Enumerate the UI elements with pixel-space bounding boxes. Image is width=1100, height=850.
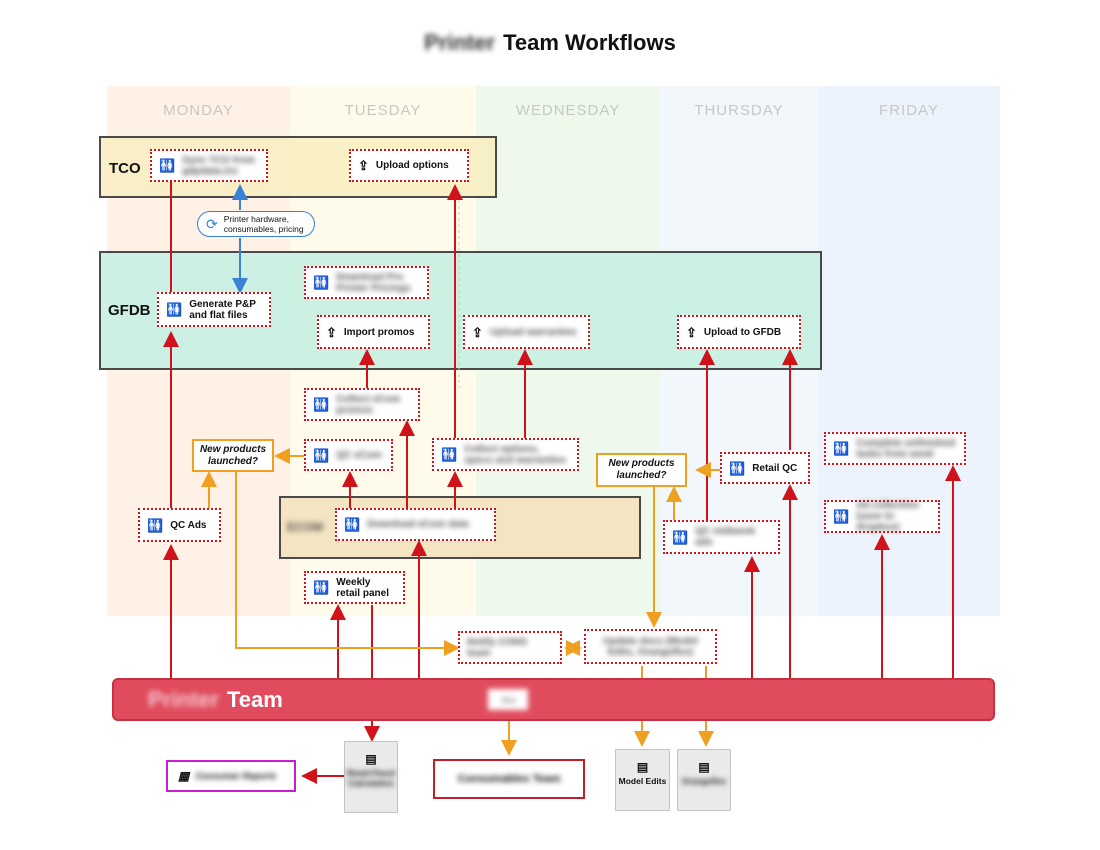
task-label: Download eCom data	[367, 519, 469, 530]
person-icon: 🚻	[313, 397, 330, 412]
column-label-wednesday: WEDNESDAY	[515, 102, 621, 119]
decision-new-products-left: New products launched?	[192, 439, 274, 472]
person-icon: 🚻	[833, 509, 850, 524]
task-label: Retail QC	[752, 462, 798, 474]
task-collect-options[interactable]: 🚻 Collect options, specs and warranties	[432, 438, 579, 471]
task-sync-tco[interactable]: 🚻 Sync TCO from gdpdata.inc	[150, 149, 268, 182]
task-label: QC eCom	[336, 449, 382, 461]
task-label: Upload to GFDB	[703, 326, 782, 338]
task-label: Generate P&P and flat files	[189, 298, 256, 321]
pill-text: Printer hardware, consumables, pricing	[223, 214, 304, 234]
upload-icon: ⇪	[326, 324, 337, 340]
task-label: Update docs (Model Edits, Orangeflex)	[602, 635, 698, 658]
jira-badge: Jira	[488, 689, 528, 710]
team-label: Team	[226, 686, 283, 712]
task-notify-cons[interactable]: Notify CONS team	[458, 631, 562, 664]
title-prefix: Printer	[424, 30, 496, 55]
doc-retail-panel: ▤ Retail Panel Calculation	[344, 741, 398, 813]
task-label: Ad collection (save to dropbox)	[856, 500, 919, 533]
upload-icon: ⇪	[686, 324, 697, 340]
person-icon: 🚻	[313, 580, 330, 595]
doc-label: Orangeflex	[681, 776, 727, 786]
team-prefix: Printer	[148, 686, 219, 712]
data-sync-pill: ⟳ Printer hardware, consumables, pricing	[197, 211, 315, 237]
column-label-monday: MONDAY	[163, 102, 234, 119]
document-icon: ▤	[636, 760, 649, 774]
column-label-thursday: THURSDAY	[694, 102, 784, 119]
task-label: QC Ads	[170, 519, 207, 531]
task-label: Weekly retail panel	[336, 576, 389, 599]
document-icon: ▤	[365, 752, 377, 766]
task-update-docs[interactable]: Update docs (Model Edits, Orangeflex)	[584, 629, 717, 664]
task-label: QC midweek ads	[695, 526, 756, 548]
task-download-printer[interactable]: 🚻 Download Pro Printer Pricings	[304, 266, 429, 299]
ecom-group-label: ECOM	[287, 520, 323, 534]
person-icon: 🚻	[166, 302, 183, 317]
consumables-team-box: Consumables Team	[433, 759, 585, 799]
consumables-label: Consumables Team	[457, 773, 561, 785]
task-label: Download Pro Printer Pricings	[336, 271, 411, 294]
doc-label: Model Edits	[618, 776, 667, 786]
reports-label: Consumer Reports	[195, 771, 277, 781]
task-label: Collect options, specs and warranties	[464, 443, 566, 466]
task-import-promos[interactable]: ⇪ Import promos	[317, 315, 430, 349]
doc-label: Retail Panel Calculation	[346, 768, 396, 788]
task-upload-gfdb[interactable]: ⇪ Upload to GFDB	[677, 315, 801, 349]
gfdb-group-label: GFDB	[108, 302, 151, 319]
team-bar: Printer Team	[112, 678, 995, 721]
arrow-decision-notify	[235, 472, 460, 656]
person-icon: 🚻	[313, 275, 330, 290]
upload-icon: ⇪	[472, 324, 483, 340]
task-label: Sync TCO from gdpdata.inc	[182, 154, 255, 177]
column-label-friday: FRIDAY	[879, 102, 939, 119]
task-qc-midweek[interactable]: 🚻 QC midweek ads	[663, 520, 780, 554]
person-icon: 🚻	[729, 460, 746, 476]
task-ad-collection[interactable]: 🚻 Ad collection (save to dropbox)	[824, 500, 940, 533]
task-collect-promos[interactable]: 🚻 Collect eCom promos	[304, 388, 420, 421]
task-download-ecom[interactable]: 🚻 Download eCom data	[335, 508, 496, 541]
consumer-reports-box: ▦ Consumer Reports	[166, 760, 296, 792]
task-upload-warranties[interactable]: ⇪ Upload warranties	[463, 315, 590, 349]
person-icon: 🚻	[833, 441, 850, 456]
building-icon: ▦	[178, 769, 190, 783]
person-icon: 🚻	[672, 529, 689, 545]
task-weekly-retail[interactable]: 🚻 Weekly retail panel	[304, 571, 405, 604]
task-qc-ads[interactable]: 🚻 QC Ads	[138, 508, 221, 542]
title-text: Team Workflows	[503, 30, 676, 55]
task-label: Notify CONS team	[467, 636, 527, 659]
person-icon: 🚻	[159, 158, 176, 173]
person-icon: 🚻	[313, 447, 330, 463]
task-retail-qc[interactable]: 🚻 Retail QC	[720, 452, 810, 484]
person-icon: 🚻	[344, 517, 361, 532]
sync-icon: ⟳	[206, 216, 218, 232]
task-label: Collect eCom promos	[336, 393, 401, 416]
decision-new-products-right: New products launched?	[596, 453, 687, 487]
task-label: Complete unfinished tasks from week	[856, 437, 956, 460]
task-upload-options[interactable]: ⇪ Upload options	[349, 149, 469, 182]
doc-model-edits: ▤ Model Edits	[615, 749, 670, 811]
task-generate-pp[interactable]: 🚻 Generate P&P and flat files	[157, 292, 271, 327]
task-label: Upload options	[375, 160, 449, 171]
page-title: Printer Team Workflows	[0, 30, 1100, 56]
person-icon: 🚻	[441, 447, 458, 462]
task-complete-unfinished[interactable]: 🚻 Complete unfinished tasks from week	[824, 432, 966, 465]
task-label: Upload warranties	[489, 326, 577, 338]
document-icon: ▤	[698, 760, 710, 774]
person-icon: 🚻	[147, 517, 164, 533]
tco-group-label: TCO	[109, 160, 141, 177]
upload-icon: ⇪	[358, 158, 369, 173]
task-qc-ecom[interactable]: 🚻 QC eCom	[304, 439, 393, 471]
column-label-tuesday: TUESDAY	[344, 102, 422, 119]
task-label: Import promos	[343, 326, 415, 338]
doc-orangeflex: ▤ Orangeflex	[677, 749, 731, 811]
